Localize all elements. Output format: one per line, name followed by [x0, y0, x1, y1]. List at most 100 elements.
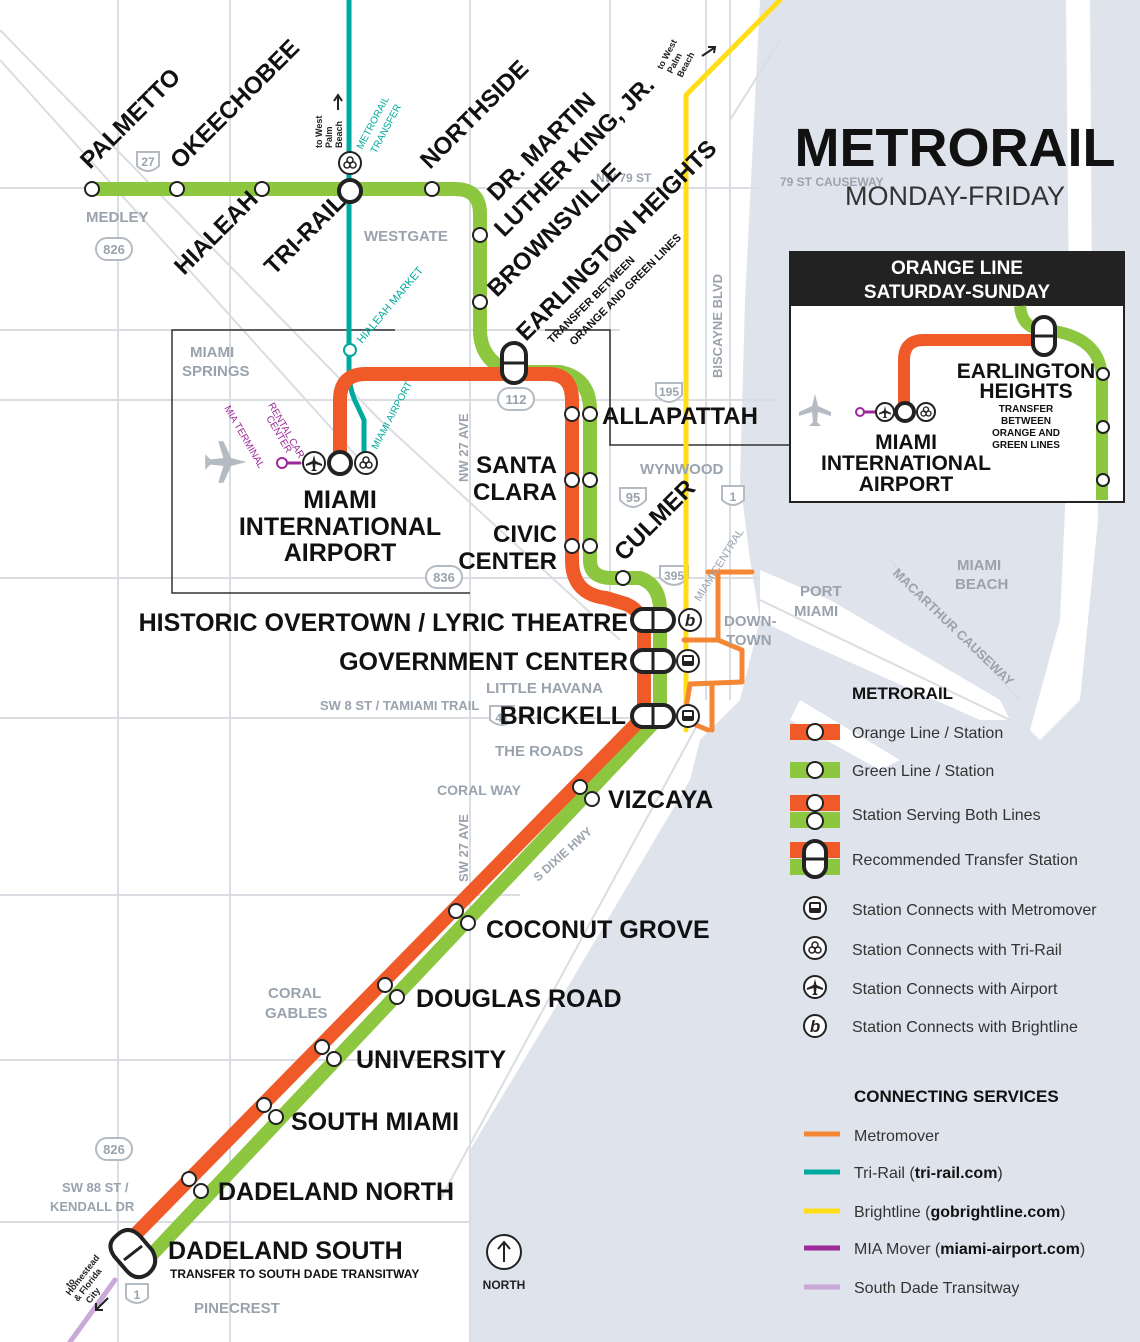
svg-text:DOWN-: DOWN-: [724, 613, 777, 630]
station-dadeland-south: [108, 1228, 158, 1280]
svg-text:THE ROADS: THE ROADS: [495, 743, 583, 760]
label-south-miami: SOUTH MIAMI: [291, 1108, 459, 1136]
svg-text:PORT: PORT: [800, 583, 842, 600]
hialeah-market-stop: [343, 343, 357, 357]
label-santa-clara-1: SANTA: [476, 452, 557, 479]
label-mia-1: MIAMI: [303, 486, 377, 514]
transitway-line: [67, 1277, 118, 1342]
svg-text:HEIGHTS: HEIGHTS: [979, 380, 1072, 403]
svg-text:BISCAYNE BLVD: BISCAYNE BLVD: [710, 274, 725, 378]
svg-text:79 ST CAUSEWAY: 79 ST CAUSEWAY: [780, 175, 884, 189]
label-douglas-road: DOUGLAS ROAD: [416, 985, 622, 1013]
shield-826-bottom: 826: [95, 1137, 133, 1161]
metromover-icon-brickell: [676, 704, 700, 728]
legend-orange: Orange Line / Station: [790, 723, 1003, 742]
svg-text:395: 395: [664, 569, 684, 583]
label-civic-center-2: CENTER: [458, 548, 557, 575]
station-douglas-road-g: [389, 989, 405, 1005]
station-historic-overtown: [630, 607, 676, 633]
legend: METRORAIL Orange Line / Station Green Li…: [790, 684, 1097, 1297]
label-overtown: HISTORIC OVERTOWN / LYRIC THEATRE: [139, 609, 628, 637]
inset-orange-line: [898, 334, 1044, 410]
svg-text:PINECREST: PINECREST: [194, 1300, 280, 1317]
station-earlington-heights: [500, 341, 528, 385]
svg-text:826: 826: [103, 1142, 125, 1157]
station-okeechobee: [169, 181, 185, 197]
svg-text:836: 836: [433, 570, 455, 585]
station-santa-clara-orange: [564, 472, 580, 488]
airport-plane-marker-icon: [205, 441, 247, 483]
neighborhood-labels: MEDLEY WESTGATE MIAMI SPRINGS WYNWOOD MI…: [86, 209, 1008, 1317]
svg-text:BEACH: BEACH: [955, 576, 1008, 593]
svg-text:MIAMI: MIAMI: [875, 431, 937, 454]
svg-text:NW 27 AVE: NW 27 AVE: [456, 413, 471, 482]
svg-text:LITTLE HAVANA: LITTLE HAVANA: [486, 680, 603, 697]
svg-text:95: 95: [626, 490, 640, 505]
svg-text:MIA Mover (miami-airport.com): MIA Mover (miami-airport.com): [854, 1241, 1085, 1258]
svg-text:Station Connects with Brightli: Station Connects with Brightline: [852, 1019, 1078, 1036]
station-douglas-road-o: [377, 977, 393, 993]
svg-text:b: b: [685, 611, 695, 630]
svg-text:Station Connects with Metromov: Station Connects with Metromover: [852, 902, 1097, 919]
station-northside: [424, 181, 440, 197]
legend-metromover-icon: [803, 896, 827, 920]
station-south-miami-o: [256, 1097, 272, 1113]
label-tri-rail: TRI-RAIL: [259, 189, 351, 281]
svg-text:GABLES: GABLES: [265, 1005, 328, 1022]
svg-text:1: 1: [134, 1288, 141, 1302]
svg-text:Station Serving Both Lines: Station Serving Both Lines: [852, 807, 1041, 824]
svg-text:GREEN LINES: GREEN LINES: [992, 440, 1060, 451]
west-palm-arrow-icon: [333, 93, 343, 110]
shield-95: 95: [619, 487, 647, 508]
svg-text:WESTGATE: WESTGATE: [364, 228, 448, 245]
station-coconut-grove-o: [448, 903, 464, 919]
station-dadeland-north-o: [181, 1171, 197, 1187]
station-dadeland-north-g: [193, 1183, 209, 1199]
inset-station-mia: [894, 401, 916, 423]
svg-text:South Dade Transitway: South Dade Transitway: [854, 1280, 1019, 1297]
svg-text:MIAMI: MIAMI: [190, 344, 234, 361]
weekend-inset: ORANGE LINE SATURDAY-SUNDAY EARLINGTON H…: [789, 251, 1125, 503]
station-brownsville: [472, 294, 488, 310]
svg-text:CORAL: CORAL: [268, 985, 321, 1002]
svg-text:Tri-Rail (tri-rail.com): Tri-Rail (tri-rail.com): [854, 1165, 1003, 1182]
svg-text:NORTH: NORTH: [483, 1278, 526, 1292]
station-brickell: [630, 703, 676, 729]
svg-text:SPRINGS: SPRINGS: [182, 363, 250, 380]
svg-text:195: 195: [659, 385, 679, 399]
mia-terminal-stop: [276, 457, 288, 469]
label-santa-clara-2: CLARA: [473, 479, 557, 506]
svg-text:112: 112: [506, 392, 527, 407]
station-palmetto: [84, 181, 100, 197]
svg-text:TOWN: TOWN: [726, 632, 772, 649]
tri-rail-icon: [338, 151, 362, 175]
shield-us1-bottom: 1: [125, 1283, 149, 1304]
svg-text:Palm: Palm: [324, 126, 334, 148]
svg-text:SW 27 AVE: SW 27 AVE: [456, 814, 471, 882]
page-title: METRORAIL: [795, 118, 1116, 178]
svg-text:Green Line / Station: Green Line / Station: [852, 763, 994, 780]
shield-us1-top: 1: [721, 485, 745, 506]
station-vizcaya-g: [584, 791, 600, 807]
metromover-icon: [676, 649, 700, 673]
station-mia: [327, 450, 353, 476]
shield-195: 195: [655, 382, 683, 403]
legend-both: Station Serving Both Lines: [790, 794, 1041, 830]
legend-transfer: Recommended Transfer Station: [790, 839, 1078, 879]
label-hialeah: HIALEAH: [169, 186, 264, 281]
station-allapattah-green: [582, 406, 598, 422]
svg-text:AIRPORT: AIRPORT: [859, 473, 954, 496]
legend-metrorail-title: METRORAIL: [852, 684, 953, 703]
station-allapattah-orange: [564, 406, 580, 422]
shield-836: 836: [425, 565, 463, 589]
inset-header-1: ORANGE LINE: [891, 258, 1023, 279]
svg-text:Brightline (gobrightline.com): Brightline (gobrightline.com): [854, 1204, 1066, 1221]
svg-text:b: b: [810, 1017, 820, 1036]
svg-text:HIALEAH MARKET: HIALEAH MARKET: [355, 264, 426, 345]
svg-text:ORANGE AND: ORANGE AND: [992, 428, 1060, 439]
label-okeechobee: OKEECHOBEE: [165, 34, 305, 174]
label-mia-2: INTERNATIONAL: [239, 513, 441, 541]
label-vizcaya: VIZCAYA: [608, 786, 713, 814]
legend-brightline-icon: b: [803, 1014, 827, 1038]
